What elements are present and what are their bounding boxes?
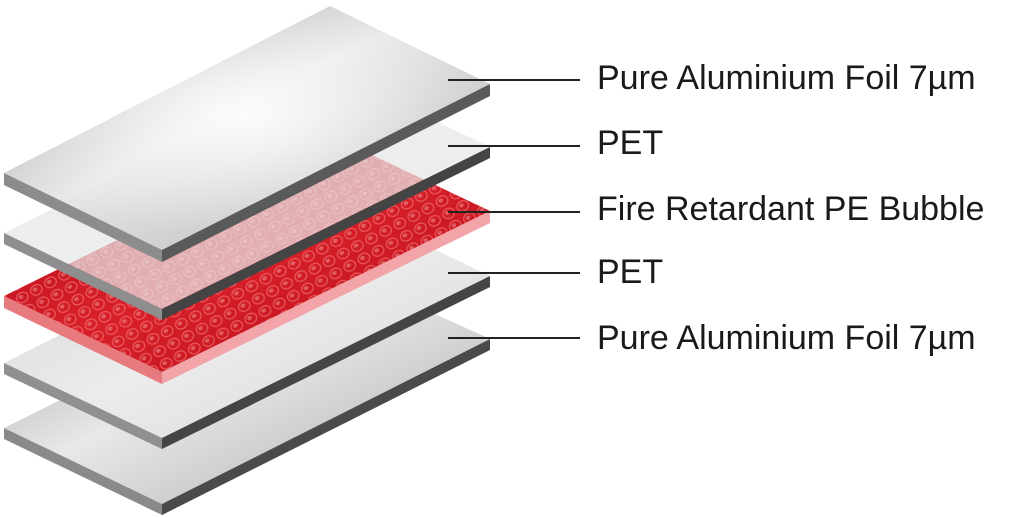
layer-label-pet-lower: PET bbox=[597, 253, 664, 291]
layer-label-pe-bubble: Fire Retardant PE Bubble bbox=[597, 190, 985, 228]
layer-label-aluminium-top: Pure Aluminium Foil 7µm bbox=[597, 59, 976, 97]
layer-aluminium-top bbox=[4, 6, 490, 262]
layer-label-aluminium-bottom: Pure Aluminium Foil 7µm bbox=[597, 319, 976, 357]
layer-label-pet-upper: PET bbox=[597, 124, 664, 162]
leader-lines bbox=[448, 79, 580, 339]
